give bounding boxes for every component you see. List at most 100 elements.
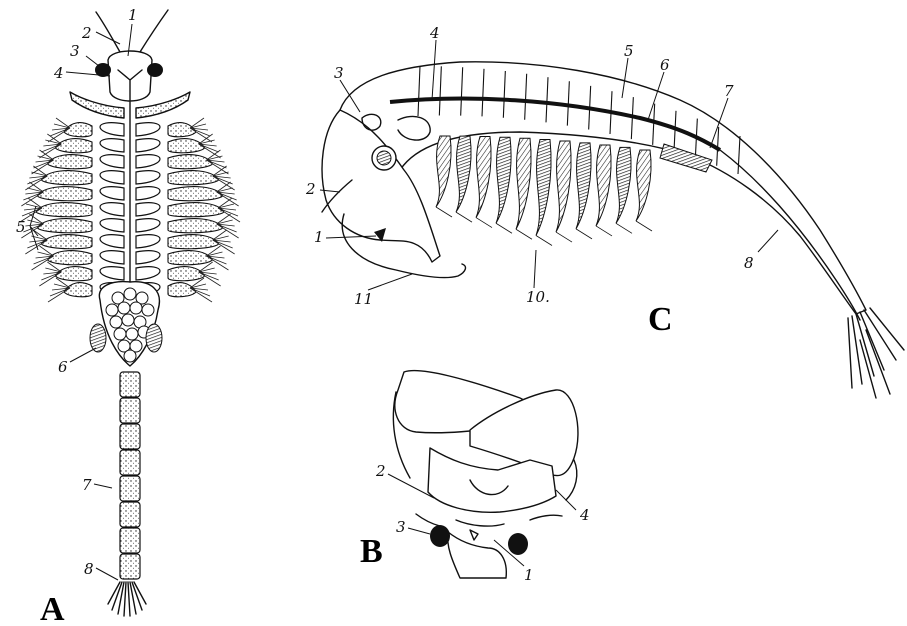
c-leg-blade bbox=[556, 141, 571, 232]
a-abdomen-segment bbox=[120, 476, 140, 501]
a-label-8: 8 bbox=[84, 560, 94, 578]
a-leg-bristle bbox=[190, 288, 212, 302]
c-leg-bristle bbox=[596, 226, 612, 236]
a-antenna-left bbox=[96, 12, 120, 52]
a-leg-bristle bbox=[25, 176, 47, 190]
a-label-4: 4 bbox=[53, 64, 64, 82]
c-leg-bristle bbox=[496, 223, 512, 233]
a-leg-segment bbox=[136, 171, 160, 184]
a-abdomen-segments bbox=[120, 372, 140, 579]
c-label-1: 1 bbox=[314, 228, 324, 246]
a-leg-segment bbox=[100, 171, 124, 184]
a-leg-lobe bbox=[168, 283, 196, 297]
c-leg-bristle bbox=[616, 223, 632, 233]
b-eye-left bbox=[430, 525, 450, 547]
a-eye-right bbox=[147, 63, 163, 77]
a-egg bbox=[124, 288, 136, 300]
c-leg bbox=[596, 145, 612, 236]
c-leg-blade bbox=[636, 150, 651, 221]
a-lateral-lobe-right bbox=[146, 324, 162, 352]
a-abdomen-segment bbox=[120, 398, 140, 423]
panel-b-drawing bbox=[393, 371, 578, 578]
c-label-7: 7 bbox=[724, 82, 734, 100]
b-label-3: 3 bbox=[396, 518, 406, 536]
a-egg bbox=[118, 302, 130, 314]
a-leg-bristle bbox=[213, 176, 235, 190]
c-label-11: 11 bbox=[354, 290, 373, 308]
a-leg-segment bbox=[100, 139, 124, 152]
b-lower-lobe bbox=[448, 532, 507, 578]
a-leg-lobe bbox=[168, 267, 205, 281]
a-leg-segment bbox=[136, 203, 160, 216]
c-label-4: 4 bbox=[429, 24, 440, 42]
panel-a-drawing bbox=[20, 10, 240, 616]
a-lateral-lobe-left bbox=[90, 324, 106, 352]
a-leg-lobe bbox=[41, 171, 92, 185]
a-leg-segment bbox=[100, 155, 124, 168]
a-leg-segment bbox=[136, 139, 160, 152]
a-leg-lobe bbox=[168, 171, 219, 185]
a-furca-bristles bbox=[108, 582, 146, 616]
panel-a-letter: A bbox=[40, 591, 65, 626]
c-leg bbox=[496, 137, 512, 233]
a-leg-lobe bbox=[55, 139, 92, 153]
c-label-2: 2 bbox=[305, 180, 316, 198]
a-leg-segment bbox=[100, 219, 124, 232]
a-antenna-right bbox=[140, 10, 168, 52]
a-egg bbox=[122, 314, 134, 326]
c-label-10: 10. bbox=[526, 288, 550, 306]
a-leg-segment bbox=[100, 187, 124, 200]
c-leg bbox=[536, 140, 552, 246]
a-leg-bristle bbox=[206, 256, 228, 270]
a-leg-segment bbox=[100, 123, 124, 136]
a-leg-lobe bbox=[37, 219, 92, 233]
a-egg bbox=[114, 328, 126, 340]
c-leg-bristle bbox=[576, 229, 592, 239]
a-leg-segment bbox=[136, 251, 160, 264]
a-egg bbox=[106, 304, 118, 316]
a-abdomen-segment bbox=[120, 424, 140, 449]
c-leg-bristle bbox=[436, 207, 452, 217]
a-leg-segment bbox=[136, 123, 160, 136]
a-leg-lobe bbox=[168, 187, 223, 201]
a-leg-lobe bbox=[168, 123, 196, 137]
a-leg-lobe bbox=[36, 203, 92, 217]
a-egg bbox=[142, 304, 154, 316]
b-label-2: 2 bbox=[375, 462, 386, 480]
a-leg-lobe bbox=[168, 251, 212, 265]
c-leg-blade bbox=[476, 137, 491, 218]
c-leg bbox=[456, 136, 472, 222]
a-label-7: 7 bbox=[82, 476, 92, 494]
a-abdomen-segment bbox=[120, 502, 140, 527]
a-leg-lobe bbox=[168, 203, 224, 217]
c-leg-blade bbox=[596, 145, 611, 226]
c-thoracic-legs bbox=[436, 136, 652, 246]
a-leg-lobe bbox=[168, 139, 205, 153]
a-leg-segment bbox=[100, 251, 124, 264]
c-leg-blade bbox=[456, 136, 471, 212]
a-leg-bristle bbox=[48, 288, 70, 302]
a-leg-lobe bbox=[48, 251, 92, 265]
c-leg bbox=[576, 143, 592, 239]
c-label-8: 8 bbox=[744, 254, 754, 272]
a-egg bbox=[110, 316, 122, 328]
a-label-5: 5 bbox=[16, 218, 26, 236]
a-leg-segment bbox=[136, 267, 160, 280]
b-label-1: 1 bbox=[524, 566, 534, 584]
a-label-3: 3 bbox=[70, 42, 80, 60]
a-label-2: 2 bbox=[81, 24, 92, 42]
c-leg bbox=[476, 137, 492, 228]
b-label-4: 4 bbox=[579, 506, 590, 524]
c-leg-blade bbox=[496, 137, 511, 223]
a-leg-lobe bbox=[41, 235, 92, 249]
a-leg-lobe bbox=[64, 283, 92, 297]
a-abdomen-segment bbox=[120, 554, 140, 579]
a-leg-bristle bbox=[21, 192, 43, 206]
a-leg-lobe bbox=[168, 235, 219, 249]
panel-b-letter: B bbox=[360, 533, 383, 570]
c-leg-bristle bbox=[536, 236, 552, 246]
a-leg-segment bbox=[136, 155, 160, 168]
a-leg-bristle bbox=[25, 240, 47, 254]
panel-c-letter: C bbox=[648, 301, 673, 338]
